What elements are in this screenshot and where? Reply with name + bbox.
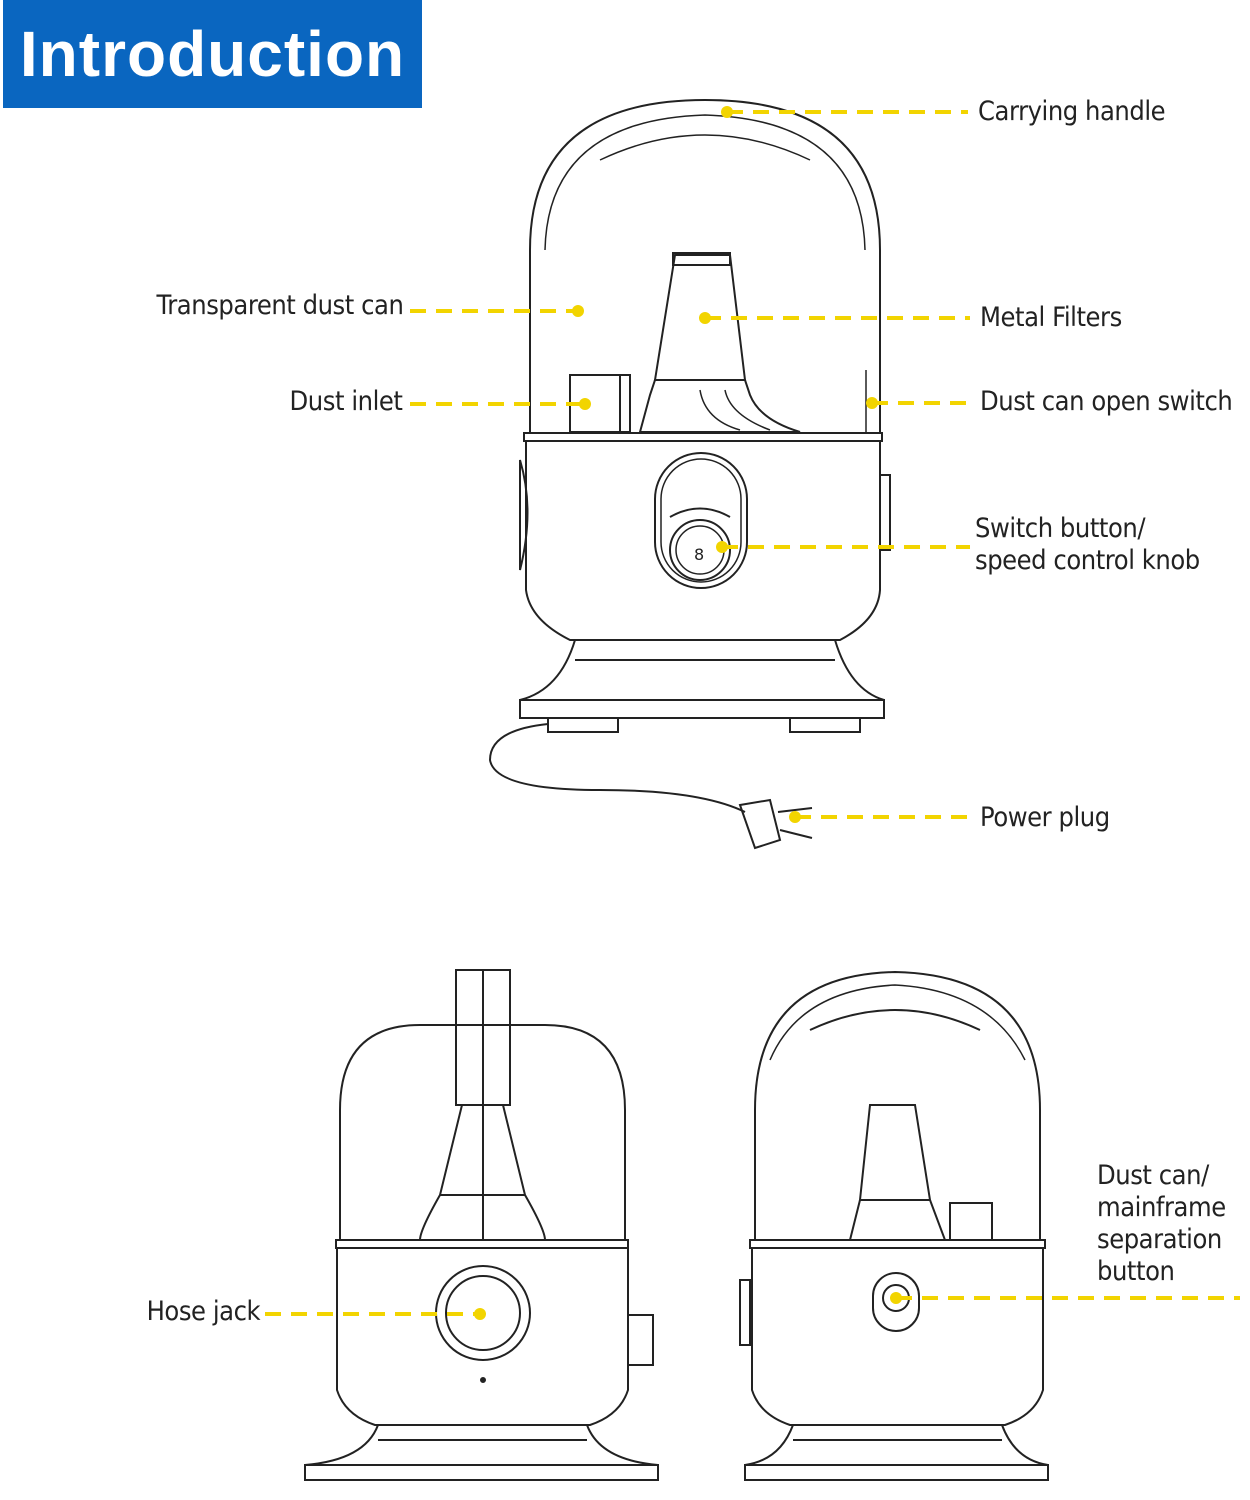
label-switch-button: Switch button/ speed control knob <box>975 513 1200 576</box>
knob-housing <box>654 452 748 589</box>
label-carrying-handle: Carrying handle <box>978 96 1166 127</box>
svg-text:8: 8 <box>694 545 704 564</box>
label-separation-button: Dust can/ mainframe separation button <box>1097 1160 1226 1287</box>
power-plug-icon <box>738 798 813 850</box>
base-plate <box>519 699 885 719</box>
label-dust-inlet: Dust inlet <box>289 386 402 417</box>
label-transparent-dust-can: Transparent dust can <box>156 290 403 321</box>
label-hose-jack: Hose jack <box>146 1296 260 1327</box>
dust-can-dome <box>529 98 881 433</box>
vacuum-side-view <box>304 969 659 1481</box>
label-power-plug: Power plug <box>980 802 1110 833</box>
title-banner: Introduction <box>3 0 422 108</box>
title: Introduction <box>19 18 406 90</box>
leader-dots <box>474 106 902 1320</box>
separation-button <box>872 1272 920 1332</box>
speed-control-knob <box>669 519 731 581</box>
label-metal-filters: Metal Filters <box>980 302 1122 333</box>
vacuum-back-view <box>739 970 1049 1481</box>
label-dust-can-open-switch: Dust can open switch <box>980 386 1233 417</box>
power-cord <box>488 723 746 813</box>
leader-lines <box>265 110 1240 1316</box>
main-vacuum-front-view: 8 <box>488 98 891 850</box>
